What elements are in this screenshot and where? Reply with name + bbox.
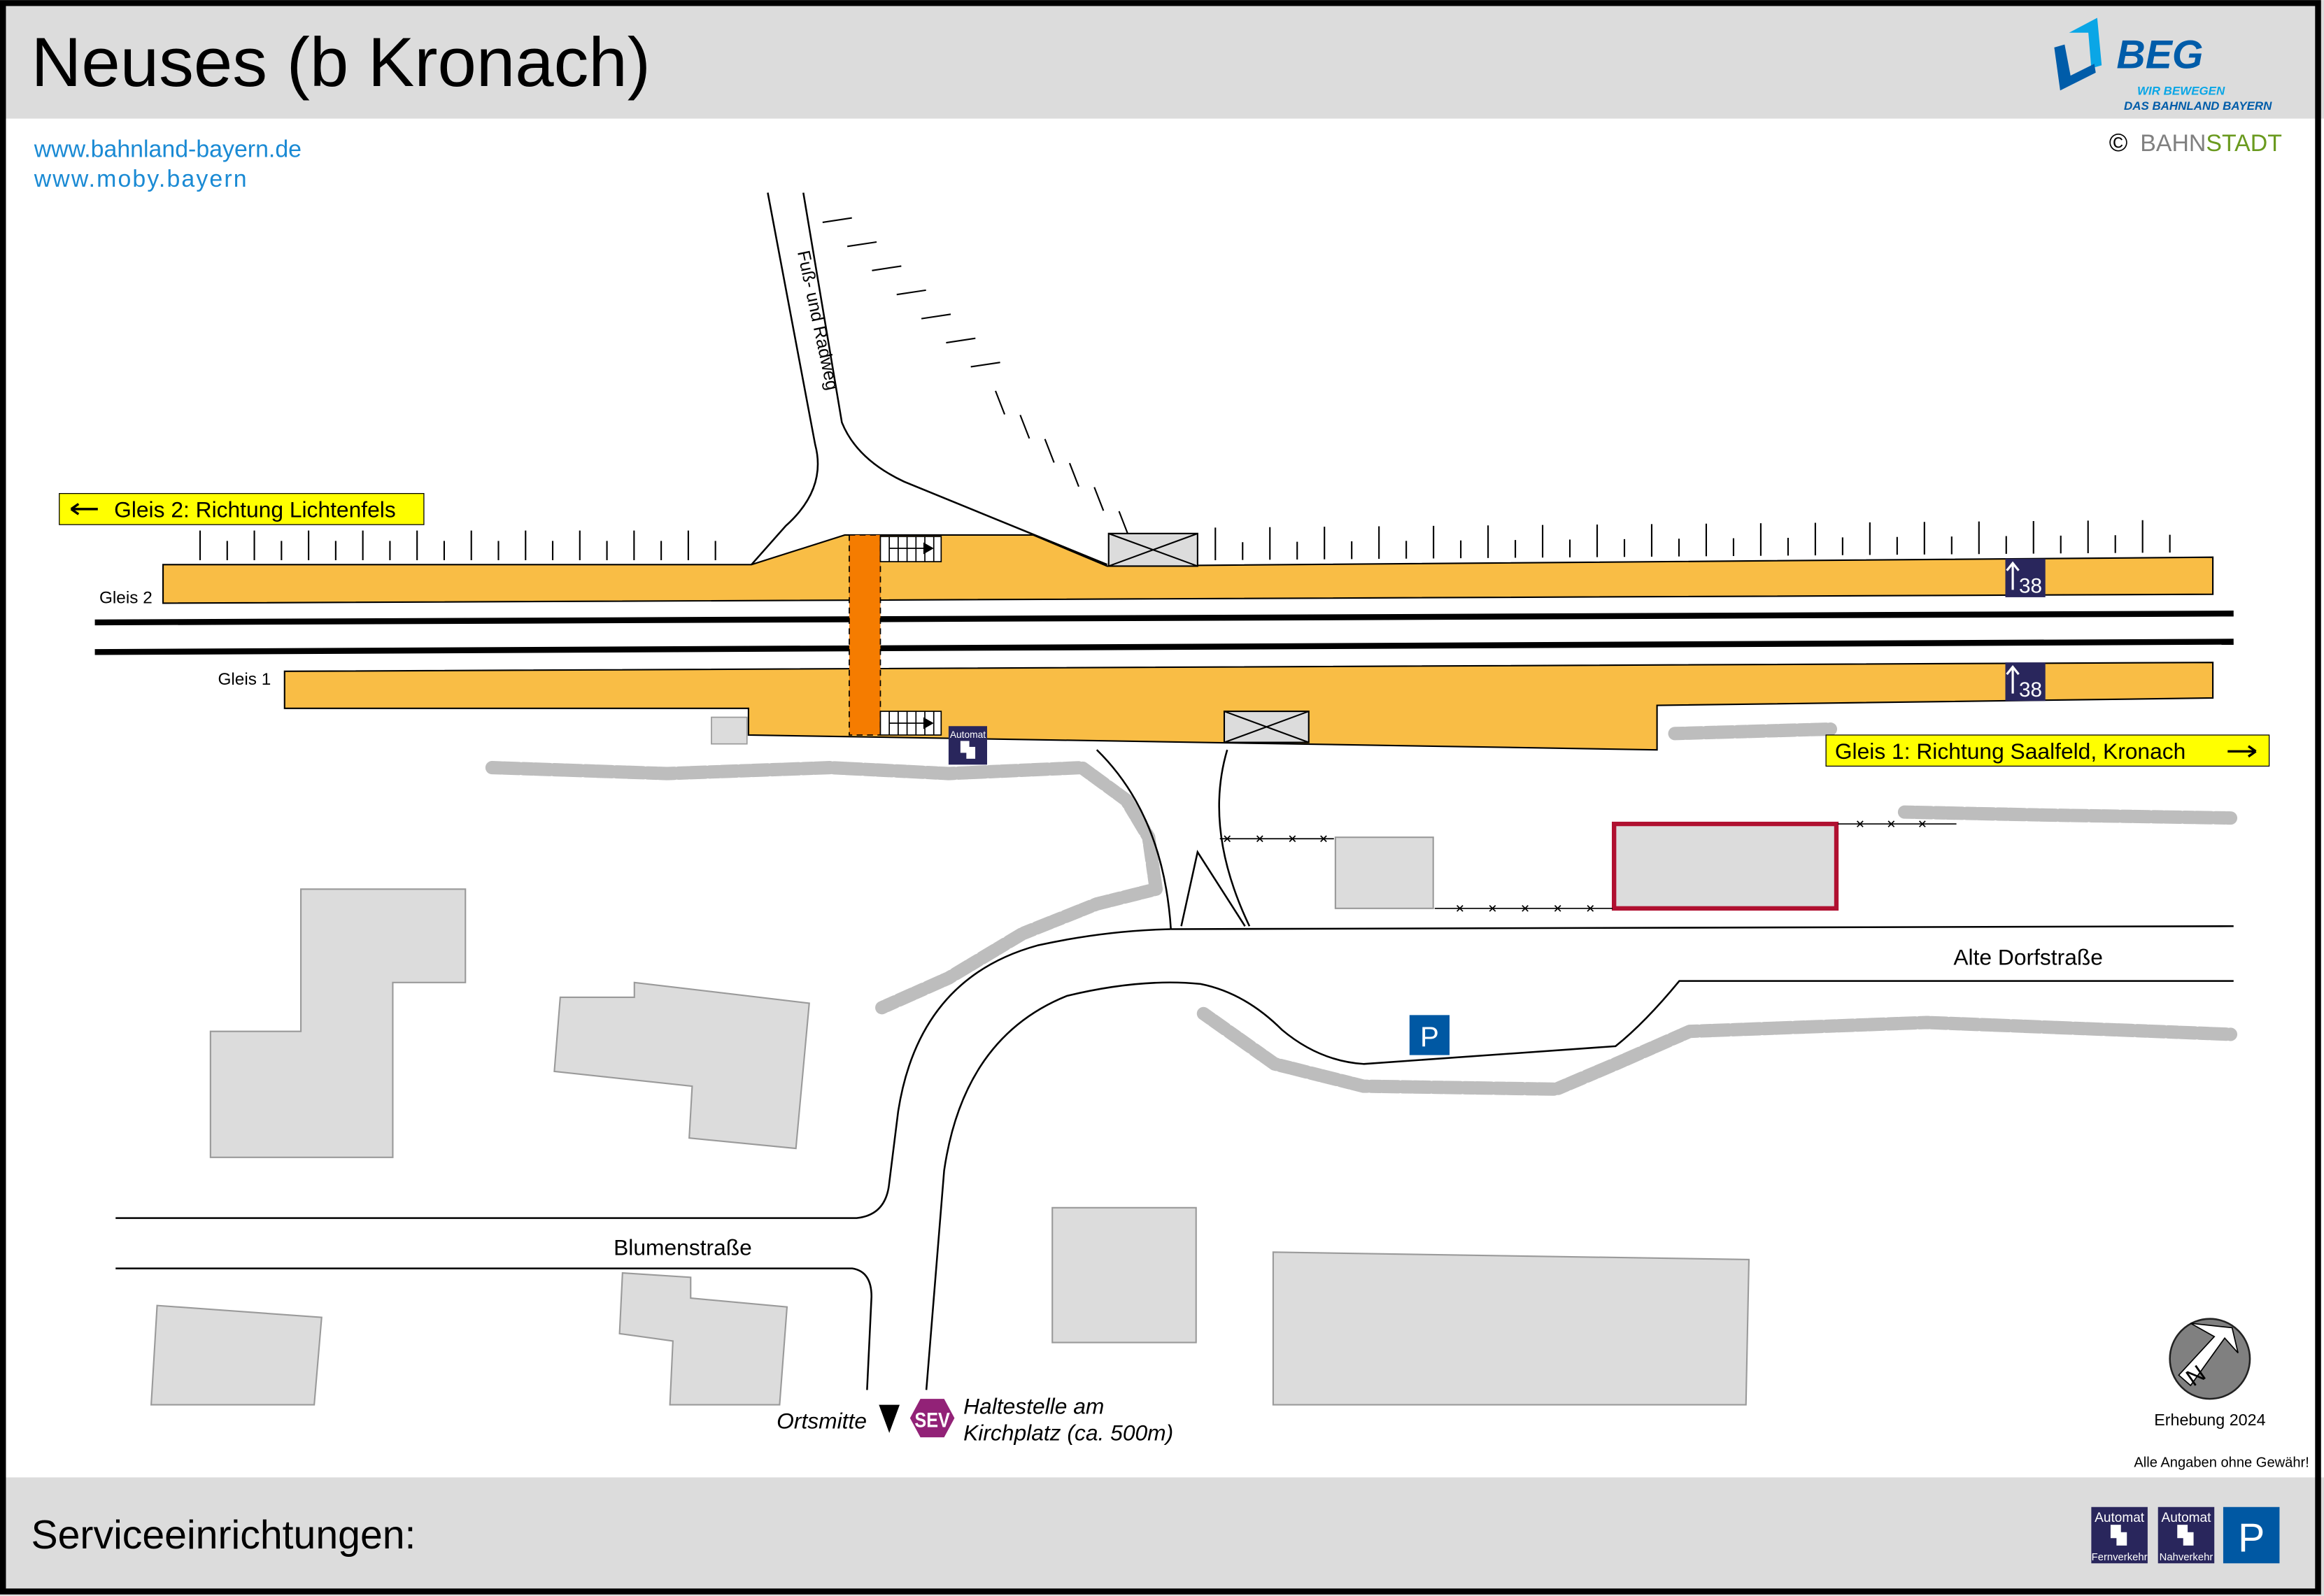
ticket-machine-icon: Automat [948,726,988,765]
svg-text:©: © [2109,128,2128,157]
svg-text:Automat: Automat [950,729,986,740]
fence-x-mark [1857,820,1864,827]
fence-tick [822,217,852,223]
buildings [150,836,1750,1406]
svg-text:Automat: Automat [2095,1511,2145,1525]
svg-text:Gleis 2: Richtung Lichtenfels: Gleis 2: Richtung Lichtenfels [114,497,396,522]
page-title: Neuses (b Kronach) [31,24,650,101]
platform-height-sign: 38 [2005,558,2046,598]
svg-text:P: P [1420,1021,1439,1053]
platform-gleis-2 [162,534,2214,604]
highlighted-building [1612,821,1839,911]
svg-text:Fernverkehr: Fernverkehr [2092,1552,2148,1563]
fence-tick [1068,462,1079,487]
street-label-blumenstrasse: Blumenstraße [614,1235,752,1260]
fence-x-mark [1457,905,1464,912]
small-structure [711,716,748,745]
svg-text:38: 38 [2019,575,2042,598]
fence-tick [872,265,902,271]
fence-tick [970,362,1000,368]
fence-tick [1118,511,1129,535]
footer-band [0,1477,2324,1596]
fence-x-mark [1919,820,1926,827]
stairs-icon [879,711,942,736]
fence-x-mark [1554,905,1561,912]
track-label-gleis-1: Gleis 1 [218,670,271,689]
svg-text:WIR BEWEGEN: WIR BEWEGEN [2137,85,2225,98]
shelter-icon [1223,711,1310,743]
survey-year: Erhebung 2024 [2154,1411,2265,1429]
fence-x-mark [1224,835,1231,843]
service-parking: P [2223,1506,2280,1564]
header-band [0,0,2324,119]
fence-x-mark [1256,835,1263,843]
fence-tick [1093,487,1105,511]
fence-x-mark [1587,905,1594,912]
direction-label-gleis-2: Gleis 2: Richtung Lichtenfels [59,492,425,525]
bahnstadt-logo: © BAHNSTADT [2109,128,2282,157]
track-gleis-2 [94,610,2234,626]
fences [1219,823,1957,909]
beg-logo: BEG WIR BEWEGEN DAS BAHNLAND BAYERN [2054,17,2272,113]
ortsmitte-label: Ortsmitte [777,1408,867,1433]
fence-ticks [199,217,2171,560]
fence-x-mark [1887,820,1895,827]
shelter-icon [1107,532,1198,567]
sev-bus-stop-icon: SEV [909,1399,955,1438]
fence-x-mark [1522,905,1529,912]
svg-text:Nahverkehr: Nahverkehr [2160,1552,2213,1563]
roads [115,192,2234,1390]
direction-label-gleis-1: Gleis 1: Richtung Saalfeld, Kronach [1825,734,2270,767]
fence-tick [896,289,926,296]
fence-tick [1019,414,1030,439]
fence-x-mark [1320,835,1327,843]
fence-tick [846,241,877,248]
fence-x-marks [1224,820,1926,912]
svg-text:SEV: SEV [914,1408,950,1431]
street-label-alte-dorfstrasse: Alte Dorfstraße [1953,944,2103,969]
stairs-icon [879,536,942,562]
svg-text:P: P [2238,1516,2265,1560]
disclaimer: Alle Angaben ohne Gewähr! [2134,1455,2309,1471]
parking-icon: P [1409,1015,1450,1055]
svg-text:DAS BAHNLAND BAYERN: DAS BAHNLAND BAYERN [2124,99,2272,113]
service-automat-nahverkehr: Automat Nahverkehr [2158,1506,2215,1564]
footer-title: Serviceeinrichtungen: [31,1513,416,1558]
svg-text:38: 38 [2019,678,2042,701]
svg-text:BEG: BEG [2116,33,2203,78]
platform-height-sign: 38 [2005,662,2046,701]
sev-stop-label-line-2: Kirchplatz (ca. 500m) [963,1420,1173,1445]
platform-gleis-1 [283,662,2214,751]
fence-x-mark [1489,905,1496,912]
fence-tick [995,390,1006,415]
fence-x-mark [1289,835,1296,843]
fence-tick [921,313,951,320]
link-bahnland-bayern[interactable]: www.bahnland-bayern.de [34,136,302,163]
service-automat-fernverkehr: Automat Fernverkehr [2091,1506,2148,1564]
fence-tick [1044,439,1055,463]
direction-down-icon [879,1404,900,1433]
svg-text:BAHNSTADT: BAHNSTADT [2140,130,2282,157]
svg-text:Automat: Automat [2161,1511,2211,1525]
hedges [485,722,2238,1096]
fence-tick [946,337,976,344]
compass-north-icon: N [2169,1318,2251,1400]
track-label-gleis-2: Gleis 2 [99,588,153,607]
link-moby-bayern[interactable]: www.moby.bayern [34,166,248,192]
sev-stop-label-line-1: Haltestelle am [963,1393,1104,1418]
underpass [849,534,881,736]
svg-text:Gleis 1: Richtung Saalfeld, Kr: Gleis 1: Richtung Saalfeld, Kronach [1835,739,2185,764]
track-gleis-1 [94,639,2234,655]
